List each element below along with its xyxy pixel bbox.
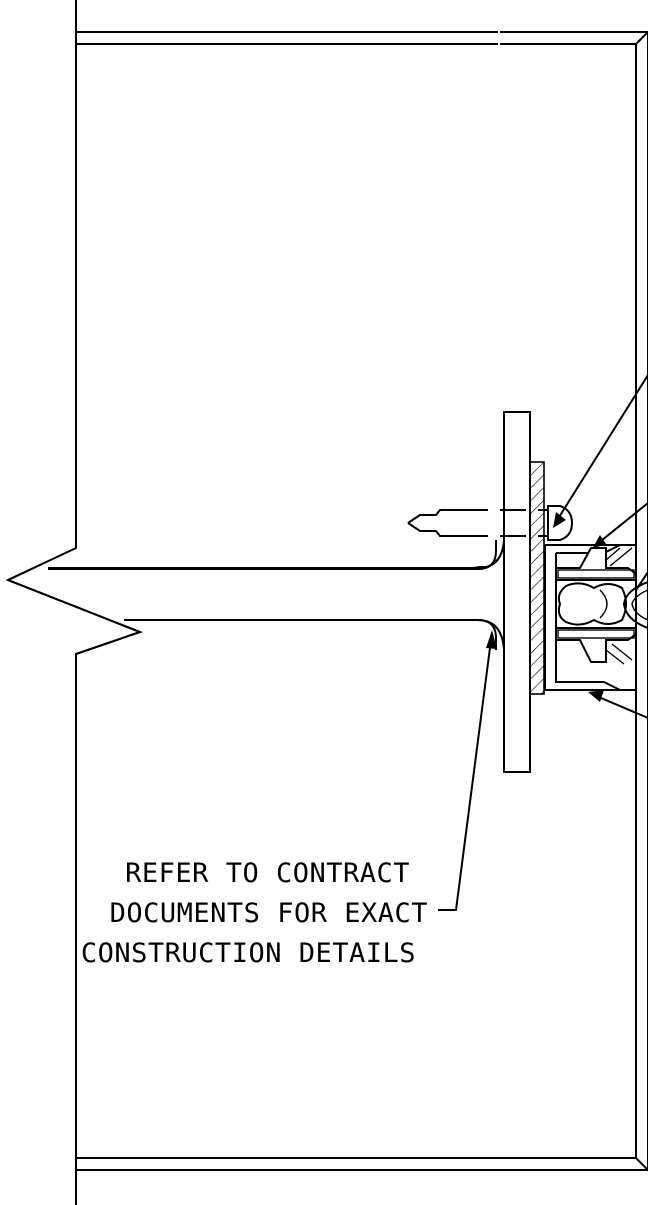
bottom-flange-miter — [635, 1157, 648, 1171]
arrowhead-clip — [592, 535, 606, 549]
note-line-2: DOCUMENTS FOR EXACT — [110, 898, 428, 929]
fin-clip-upper — [555, 547, 637, 581]
tee-flange-plate — [503, 411, 531, 773]
fin-clip-lower — [555, 627, 637, 663]
arrowhead-note — [486, 630, 497, 649]
arrowhead-channel — [588, 690, 604, 702]
frame-channel — [544, 544, 636, 691]
leader-clip — [595, 502, 648, 546]
top-flange-miter — [635, 31, 648, 45]
tee-web-lower — [124, 619, 497, 650]
note-line-1: REFER TO CONTRACT — [125, 858, 410, 889]
arrowhead-screw — [553, 512, 566, 528]
leader-note — [438, 639, 492, 911]
leader-screw — [555, 374, 648, 523]
bulb-gasket — [557, 582, 627, 626]
hatched-shim — [529, 461, 545, 695]
screw-tip — [407, 509, 462, 537]
leader-channel — [593, 694, 648, 719]
leader-seal — [635, 571, 648, 591]
note-line-3: CONSTRUCTION DETAILS — [81, 938, 416, 969]
